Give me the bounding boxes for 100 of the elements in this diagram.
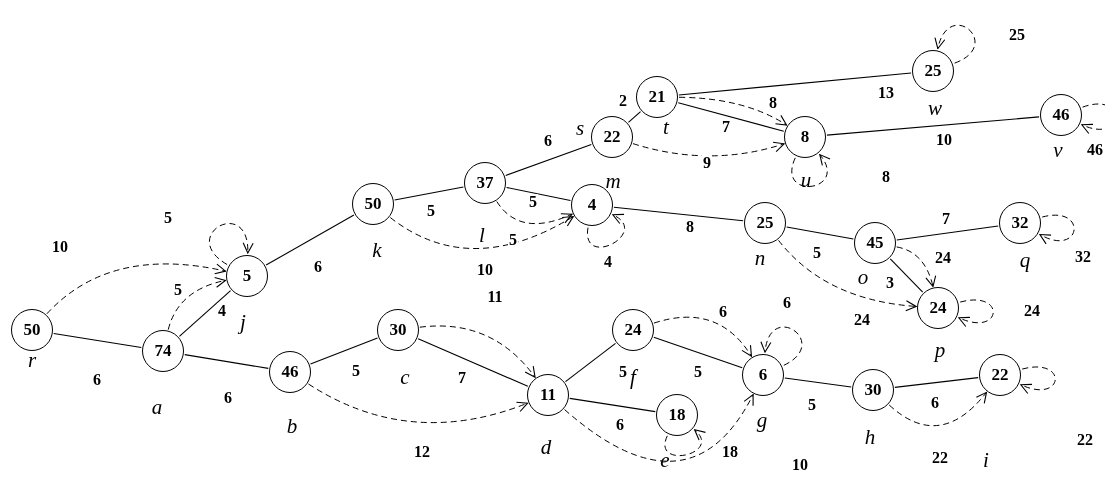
node-letter: l	[479, 224, 485, 246]
node-circle	[352, 183, 394, 225]
node-letter: c	[400, 366, 410, 388]
node-letter: f	[630, 366, 636, 388]
node-value: 32	[1011, 213, 1029, 233]
self-loop-arrow	[208, 223, 253, 265]
edge-weight: 24	[1023, 303, 1041, 319]
dashed-arrow	[389, 215, 574, 249]
edge-weight: 25	[1008, 27, 1026, 43]
edge-weight: 2	[618, 93, 628, 109]
node-letter: s	[575, 117, 585, 139]
edge-weight: 7	[941, 211, 951, 227]
dashed-arrow	[678, 96, 788, 126]
self-loop-arrow	[1020, 366, 1056, 394]
edge-line	[265, 214, 355, 266]
edge-line	[889, 258, 924, 293]
edge-weight: 5	[173, 282, 183, 298]
self-loop-arrow	[587, 214, 625, 248]
node-letter: k	[372, 239, 382, 261]
dashed-arrow	[632, 141, 785, 157]
node-letter: p	[934, 339, 946, 361]
self-loop-arrow	[935, 24, 976, 64]
node-value: 25	[756, 213, 774, 233]
node-circle	[11, 309, 53, 351]
edge-line	[627, 111, 642, 123]
edge-weight: 4	[603, 254, 613, 270]
node-letter: h	[864, 426, 876, 448]
dashed-arrow	[167, 277, 226, 331]
edge-weight: 8	[768, 95, 778, 111]
node-value: 11	[539, 385, 557, 405]
self-loop-arrow	[958, 299, 994, 327]
node-value: 50	[364, 194, 382, 214]
edge-line	[786, 226, 854, 240]
node-letter: t	[663, 116, 669, 138]
node-circle	[854, 222, 896, 264]
edge-weight: 9	[702, 155, 712, 171]
self-loop-arrow	[791, 154, 830, 187]
node-letter: q	[1019, 249, 1031, 271]
edge-weight: 7	[457, 370, 467, 386]
node-letter: e	[660, 449, 670, 471]
node-value: 30	[864, 380, 882, 400]
dashed-arrow	[896, 246, 936, 288]
node-circle	[269, 351, 311, 393]
edge-weight: 6	[718, 304, 728, 320]
edge-weight: 13	[877, 85, 895, 101]
edge-weight: 11	[486, 289, 504, 305]
node-circle	[784, 116, 826, 158]
node-letter: j	[240, 311, 246, 333]
edge-weight: 10	[476, 262, 494, 278]
edge-line	[677, 102, 785, 132]
node-circle	[979, 354, 1021, 396]
node-circle	[226, 255, 268, 297]
node-letter: d	[540, 436, 552, 458]
dashed-arrow	[419, 325, 536, 378]
node-letter: r	[27, 349, 37, 371]
dashed-arrow	[46, 263, 227, 315]
edge-weight: 10	[935, 132, 953, 148]
edge-weight: 12	[413, 444, 431, 460]
node-circle	[636, 76, 678, 118]
node-value: 22	[603, 127, 621, 147]
node-value: 25	[924, 61, 942, 81]
node-letter: b	[286, 415, 298, 437]
node-circle	[377, 309, 419, 351]
edge-line	[678, 72, 912, 96]
edge-line	[896, 225, 999, 241]
edge-line	[569, 397, 656, 413]
edge-line	[505, 143, 592, 177]
edge-line	[506, 186, 571, 202]
edge-line	[826, 116, 1040, 136]
node-letter: o	[857, 266, 869, 288]
edge-weight: 4	[217, 303, 227, 319]
edge-weight: 6	[92, 372, 102, 388]
edge-weight: 5	[351, 363, 361, 379]
node-letter: v	[1053, 139, 1063, 161]
node-letter: m	[605, 170, 621, 192]
node-letter: g	[756, 409, 768, 431]
dashed-arrow	[888, 391, 988, 427]
edge-weight: 8	[881, 169, 891, 185]
node-circle	[142, 330, 184, 372]
edge-weight: 5	[528, 194, 538, 210]
node-circle	[742, 354, 784, 396]
self-loop-arrow	[761, 326, 803, 366]
edge-weight: 24	[934, 250, 952, 266]
node-circle	[744, 202, 786, 244]
edge-line	[613, 206, 744, 222]
node-value: 8	[800, 127, 810, 147]
edge-weight: 6	[615, 417, 625, 433]
node-letter: n	[754, 247, 766, 269]
node-value: 21	[648, 87, 666, 107]
node-circle	[912, 50, 954, 92]
dashed-arrow	[564, 394, 754, 462]
node-value: 46	[1052, 105, 1070, 125]
node-circle	[852, 369, 894, 411]
edge-weight: 6	[930, 395, 940, 411]
self-loop-arrow	[1081, 103, 1105, 134]
edge-line	[309, 337, 379, 365]
edge-weight: 5	[508, 232, 518, 248]
edge-line	[894, 377, 979, 388]
edge-weight: 22	[931, 450, 949, 466]
edge-weight: 5	[807, 397, 817, 413]
